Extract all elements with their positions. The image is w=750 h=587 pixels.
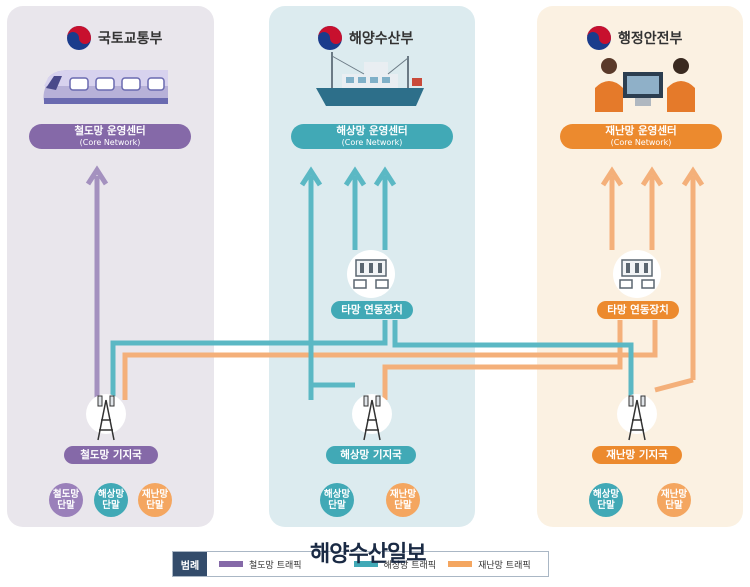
cell-tower-icon xyxy=(617,394,657,441)
legend-item-disaster: 재난망 트래픽 xyxy=(448,558,531,571)
government-emblem-icon xyxy=(318,26,342,50)
government-emblem-icon xyxy=(587,26,611,50)
legend-swatch xyxy=(448,561,473,567)
publisher-watermark: 해양수산일보 xyxy=(310,542,426,567)
dis-line-from-sea xyxy=(382,320,623,400)
legend-item-rail: 철도망 트래픽 xyxy=(219,558,302,571)
center-title: 해상망 운영센터 xyxy=(336,125,408,137)
dis-traffic-line xyxy=(122,320,658,400)
sea-to-dis xyxy=(385,320,620,333)
disaster-interlock-label: 타망 연동장치 xyxy=(597,301,679,319)
rail-operation-center: 철도망 운영센터 (Core Network) xyxy=(29,124,191,149)
ministry-header-land: 국토교통부 xyxy=(66,24,162,52)
ship-icon xyxy=(316,52,424,106)
ministry-name: 해양수산부 xyxy=(349,31,414,47)
legend-item-sea: 해상망 트래픽 xyxy=(353,558,437,571)
ministry-header-ocean: 해양수산부 xyxy=(317,24,413,52)
legend-label: 재난망 트래픽 xyxy=(478,560,531,571)
core-network-label: (Core Network) xyxy=(341,138,403,147)
ministry-name: 행정안전부 xyxy=(618,31,683,47)
disaster-operation-center: 재난망 운영센터 (Core Network) xyxy=(560,124,722,149)
cell-tower-icon xyxy=(86,394,126,441)
sea-line-to-dis-station xyxy=(392,320,634,400)
legend: 범례 철도망 트래픽 해상망 트래픽 재난망 트래픽 xyxy=(172,551,549,577)
sea-traffic-line xyxy=(110,320,388,400)
sea-base-station-label: 해상망 기지국 xyxy=(326,446,416,464)
center-title: 재난망 운영센터 xyxy=(605,125,677,137)
legend-label: 해상망 트래픽 xyxy=(383,560,437,571)
legend-title: 범례 xyxy=(173,552,207,576)
legend-label: 철도망 트래픽 xyxy=(249,560,302,571)
server-device-icon xyxy=(613,250,661,298)
rail-arrow-head xyxy=(85,165,109,186)
core-network-label: (Core Network) xyxy=(610,138,672,147)
disaster-operators-icon xyxy=(595,58,695,112)
center-title: 철도망 운영센터 xyxy=(74,125,146,137)
legend-swatch xyxy=(219,561,243,567)
ministry-name: 국토교통부 xyxy=(98,31,163,47)
server-device-icon xyxy=(347,250,395,298)
legend-swatch xyxy=(353,561,378,567)
rail-base-station-label: 철도망 기지국 xyxy=(64,446,158,464)
sea-line-station xyxy=(308,382,355,400)
core-network-label: (Core Network) xyxy=(79,138,141,147)
disaster-base-station-label: 재난망 기지국 xyxy=(592,446,682,464)
ministry-header-safety: 행정안전부 xyxy=(586,24,682,52)
government-emblem-icon xyxy=(67,26,91,50)
sea-operation-center: 해상망 운영센터 (Core Network) xyxy=(291,124,453,149)
train-icon xyxy=(43,70,168,104)
sea-interlock-label: 타망 연동장치 xyxy=(331,301,413,319)
cell-tower-icon xyxy=(352,394,392,441)
